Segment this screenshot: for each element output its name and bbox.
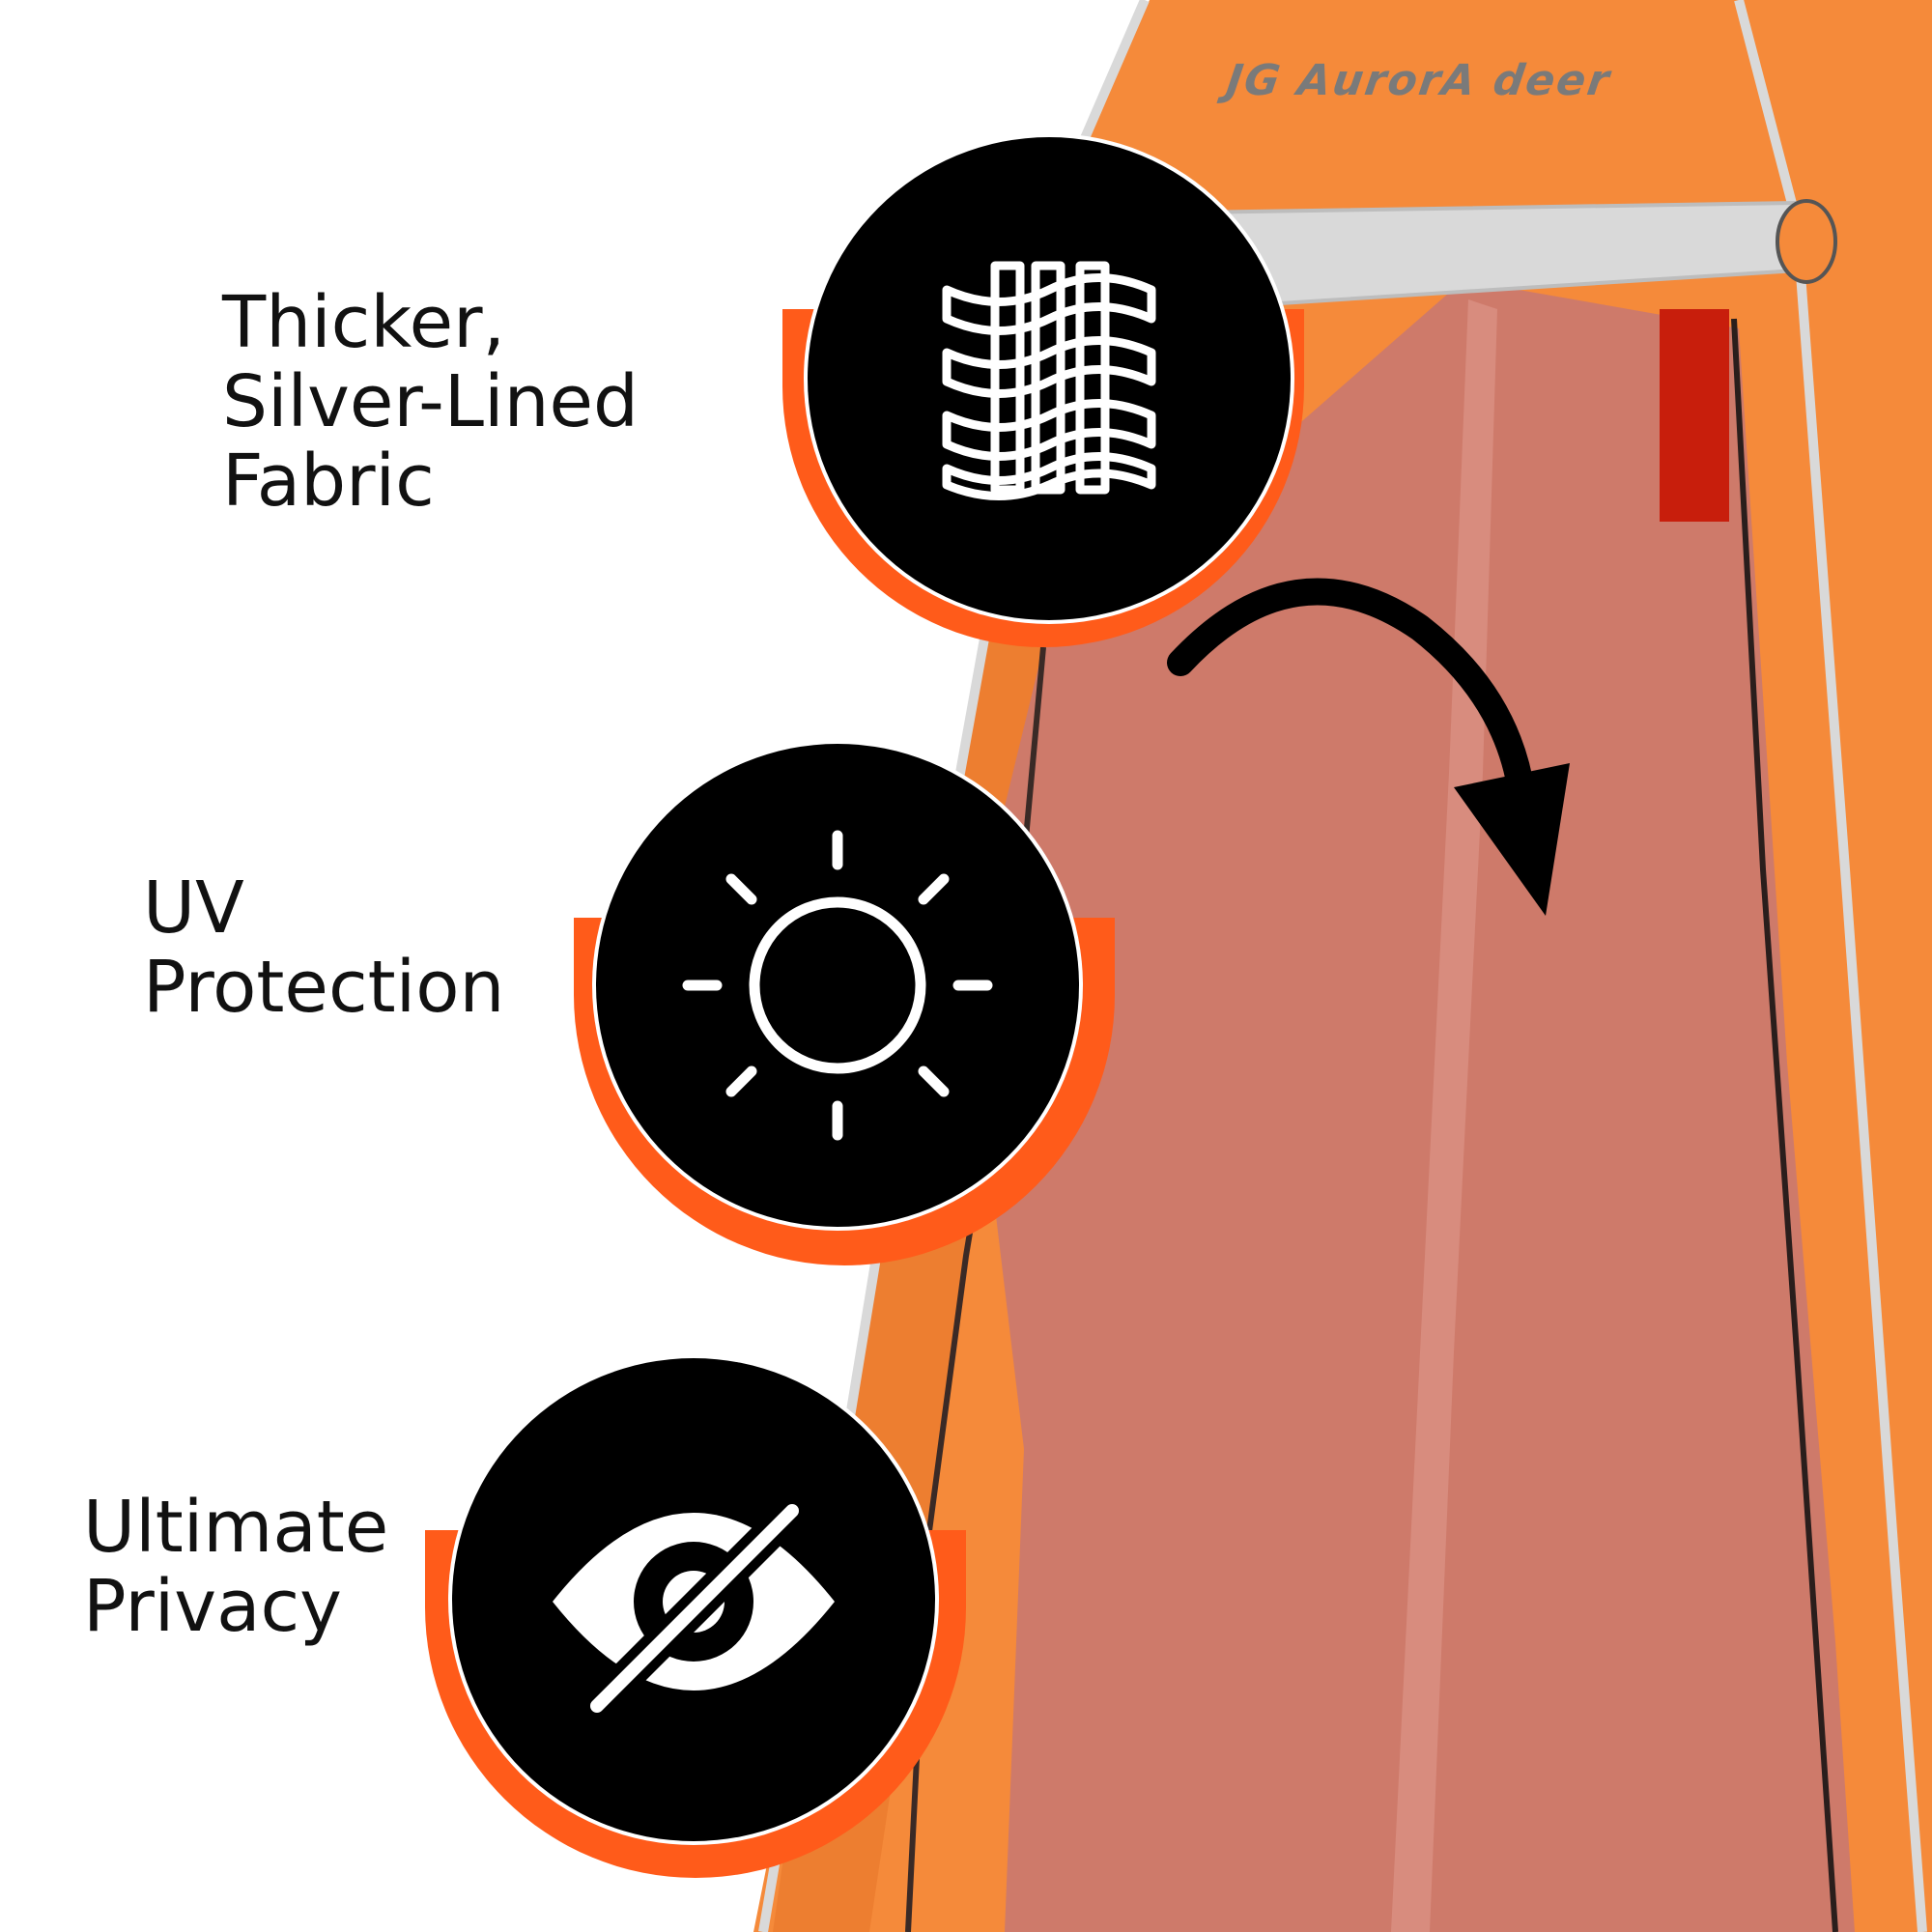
tent-zipper-right — [1731, 318, 1838, 1932]
tent-door-roll-end — [1776, 199, 1837, 284]
feature-badge-fabric — [782, 133, 1304, 657]
tent-red-tag — [1660, 309, 1729, 522]
feature-badge-uv — [574, 740, 1115, 1265]
brand-logo: JG AurorA deer — [1223, 56, 1614, 105]
feature-label-privacy: Ultimate Privacy — [83, 1486, 389, 1648]
woven-fabric-icon — [942, 261, 1156, 500]
eye-slash-icon — [553, 1494, 835, 1722]
feature-badge-privacy — [425, 1354, 966, 1878]
feature-label-uv: UV Protection — [143, 867, 505, 1029]
sun-icon — [682, 830, 993, 1141]
tent-seam-right — [1734, 0, 1927, 1932]
feature-label-fabric: Thicker, Silver-Lined Fabric — [222, 281, 639, 523]
